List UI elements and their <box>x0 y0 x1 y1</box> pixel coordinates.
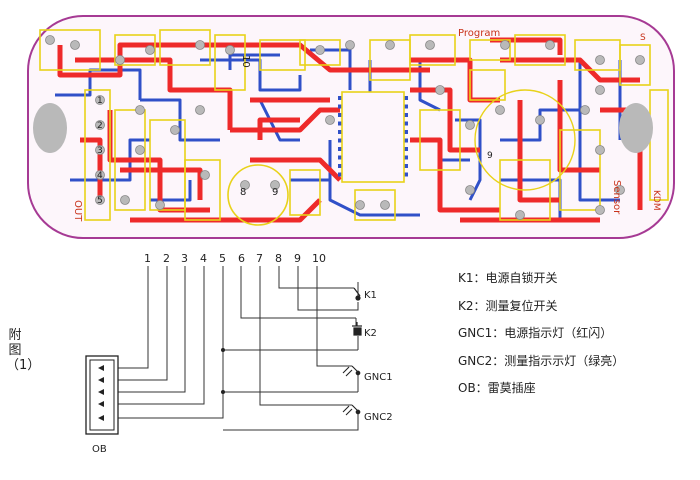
ob-connector <box>85 355 119 435</box>
k1-switch-symbol <box>353 287 361 301</box>
pcb-label-10: 10 <box>240 55 251 68</box>
pcb-label-9b: 9 <box>487 151 493 161</box>
pin-number-1: 1 <box>144 252 151 265</box>
pin-number-10: 10 <box>312 252 326 265</box>
top-copper-traces <box>57 37 643 223</box>
pcb-label-8: 8 <box>240 187 246 198</box>
pcb-label-s: S <box>640 33 646 43</box>
schematic-wires <box>102 266 359 431</box>
figure-label: 附图（1） <box>6 328 41 373</box>
gnc2-led-symbol <box>342 404 361 416</box>
mcu-chip <box>341 91 405 183</box>
pcb-label-2: 2 <box>97 121 103 131</box>
legend: K1：电源自锁开关 K2：测量复位开关 GNC1：电源指示灯（红闪） GNC2：… <box>458 268 624 406</box>
pcb-label-5: 5 <box>97 196 103 206</box>
sensor-ring <box>474 89 576 191</box>
pcb-label-sensor: Sensor <box>611 180 622 215</box>
legend-item-ob: OB：雷莫插座 <box>458 381 536 395</box>
ob-label: OB <box>92 444 107 455</box>
pcb-label-out: OUT <box>72 200 83 222</box>
pin-number-8: 8 <box>275 252 282 265</box>
gnc1-led-symbol <box>342 365 361 377</box>
pcb-label-3: 3 <box>97 146 103 156</box>
legend-item-gnc2: GNC2：测量指示示灯（绿亮） <box>458 353 625 368</box>
pin-number-5: 5 <box>219 252 226 265</box>
k2-label: K2 <box>364 328 377 339</box>
pcb-label-kdm: KDM <box>651 190 661 211</box>
pin-number-6: 6 <box>238 252 245 265</box>
mounting-hole-left <box>33 103 67 153</box>
mounting-hole-right <box>619 103 653 153</box>
k1-label: K1 <box>364 290 377 301</box>
pcb-label-1: 1 <box>97 96 103 106</box>
pin-number-2: 2 <box>163 252 170 265</box>
legend-item-gnc1: GNC1：电源指示灯（红闪） <box>458 326 613 340</box>
pin-numbers: 1 2 3 4 5 6 7 8 9 10 <box>144 252 326 265</box>
pcb-label-program: Program <box>458 28 500 39</box>
pin-number-4: 4 <box>200 252 207 265</box>
pcb-label-4: 4 <box>97 171 103 181</box>
pin-number-7: 7 <box>256 252 263 265</box>
component-pads <box>45 35 645 220</box>
pin-number-9: 9 <box>294 252 301 265</box>
gnc2-label: GNC2 <box>364 412 393 423</box>
legend-item-k1: K1：电源自锁开关 <box>458 271 558 285</box>
junction-dots <box>221 348 225 394</box>
pin-number-3: 3 <box>181 252 188 265</box>
pcb-layout: 10 Program S KDM OUT 9 8 Sensor 1 2 3 4 … <box>27 15 675 239</box>
k2-switch-symbol <box>352 322 362 336</box>
pcb-label-9a: 9 <box>272 187 278 198</box>
crystal-outline <box>227 164 289 226</box>
legend-item-k2: K2：测量复位开关 <box>458 298 558 313</box>
gnc1-label: GNC1 <box>364 372 393 383</box>
silkscreen-outlines <box>39 29 669 221</box>
